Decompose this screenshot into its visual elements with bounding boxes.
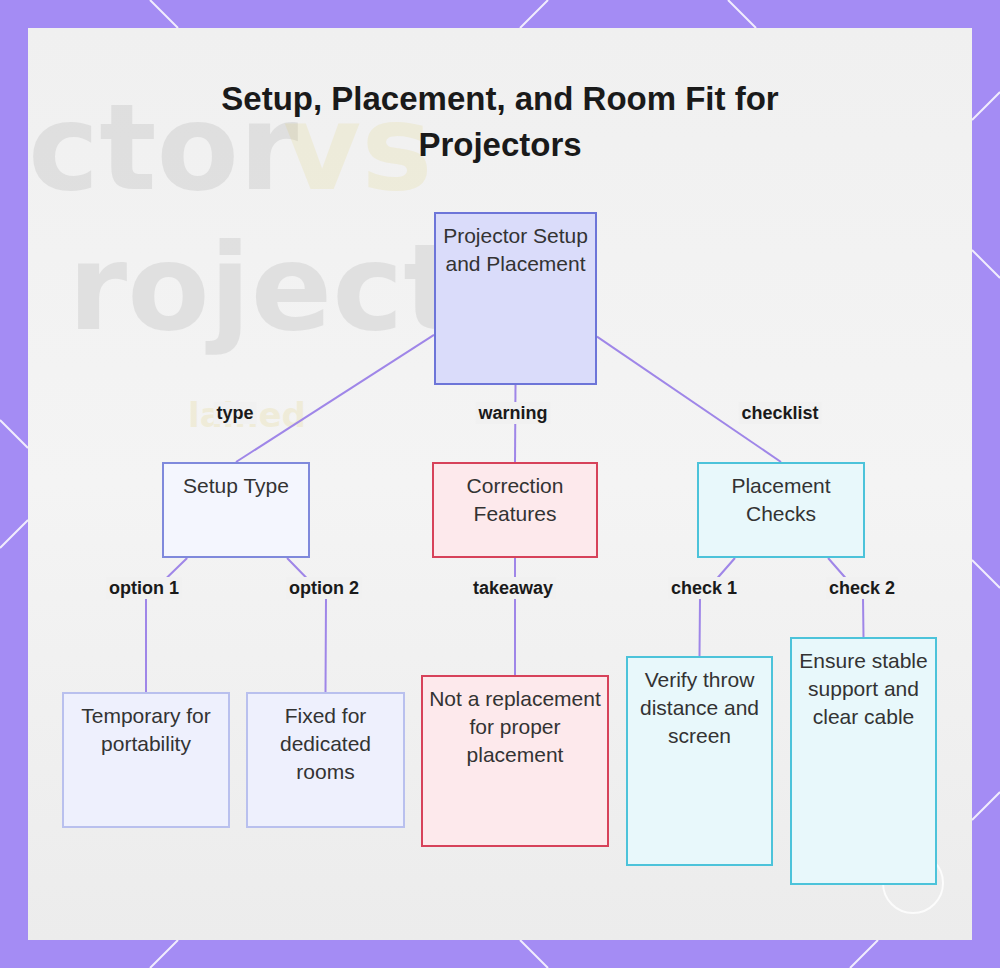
node-text: Ensure stable support and clear cable — [798, 647, 929, 731]
category-box: Setup Type — [162, 462, 310, 558]
connector-line — [515, 558, 516, 675]
node-text: Correction Features — [440, 472, 590, 528]
connector-line — [597, 337, 781, 462]
edge-label: takeaway — [470, 577, 556, 599]
check-box: Ensure stable support and clear cable — [790, 637, 937, 885]
takeaway-box: Not a replacement for proper placement — [421, 675, 609, 847]
option-box: Temporary for portability — [62, 692, 230, 828]
connector-line — [700, 558, 735, 656]
node-text: Temporary for portability — [70, 702, 222, 758]
root-box: Projector Setup and Placement — [434, 212, 597, 385]
diagram-title: Setup, Placement, and Room Fit for Proje… — [170, 76, 830, 168]
node-text: Fixed for dedicated rooms — [254, 702, 397, 786]
node-text: Verify throw distance and screen — [634, 666, 765, 750]
edge-label: warning — [475, 402, 550, 424]
edge-label: check 1 — [668, 577, 740, 599]
checklist-box: Placement Checks — [697, 462, 865, 558]
node-text: Placement Checks — [705, 472, 857, 528]
node-text: Setup Type — [183, 472, 289, 500]
check-box: Verify throw distance and screen — [626, 656, 773, 866]
edge-label: option 1 — [106, 577, 182, 599]
warning-box: Correction Features — [432, 462, 598, 558]
edge-label: checklist — [738, 402, 821, 424]
node-text: Projector Setup and Placement — [442, 222, 589, 278]
node-text: Not a replacement for proper placement — [429, 685, 601, 769]
edge-label: check 2 — [826, 577, 898, 599]
connector-line — [236, 335, 434, 462]
edge-label: option 2 — [286, 577, 362, 599]
option-box: Fixed for dedicated rooms — [246, 692, 405, 828]
edge-label: type — [213, 402, 256, 424]
